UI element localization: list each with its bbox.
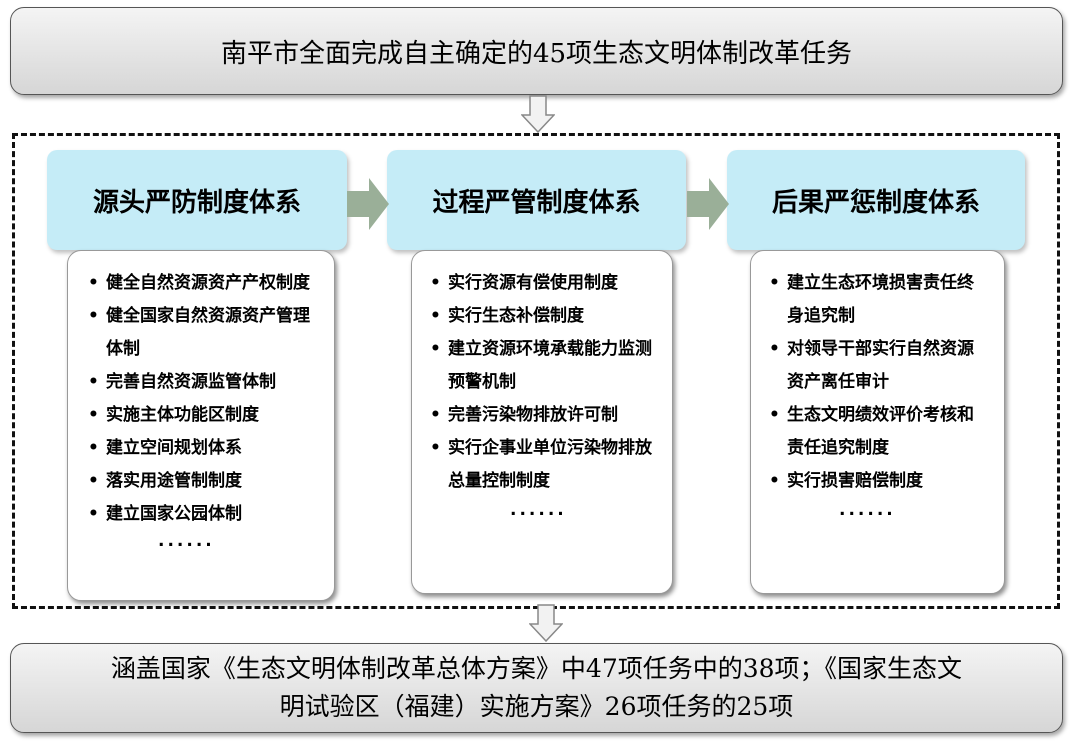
down-arrow-icon-bottom — [529, 604, 563, 642]
list-item-text: 对领导干部实行自然资源资产离任审计 — [787, 339, 974, 392]
list-item-text: 实行损害赔偿制度 — [787, 471, 923, 491]
bullet-icon: • — [430, 306, 441, 326]
list-item-text: 健全国家自然资源资产管理体制 — [106, 306, 310, 359]
list-item: • 建立资源环境承载能力监测预警机制 — [430, 333, 652, 399]
list-item: • 健全自然资源资产产权制度 — [88, 267, 316, 300]
list-item-text: 生态文明绩效评价考核和责任追究制度 — [787, 405, 974, 458]
list-item-text: 实行生态补偿制度 — [448, 306, 584, 326]
list-item: • 实施主体功能区制度 — [88, 399, 316, 432]
list-item: • 生态文明绩效评价考核和责任追究制度 — [769, 399, 982, 465]
bullet-icon: • — [430, 405, 441, 425]
list-item: • 落实用途管制制度 — [88, 465, 316, 498]
header-process-management: 过程严管制度体系 — [387, 150, 686, 250]
list-item-text: 完善污染物排放许可制 — [448, 405, 618, 425]
bullet-icon: • — [88, 504, 99, 524]
list-item: • 完善污染物排放许可制 — [430, 399, 652, 432]
list-source-prevention: • 健全自然资源资产产权制度 • 健全国家自然资源资产管理体制 • 完善自然资源监管体… — [88, 267, 316, 531]
bullet-icon: • — [430, 438, 441, 458]
bullet-icon: • — [88, 405, 99, 425]
bottom-coverage-line-2: 明试验区（福建）实施方案》26项任务的25项 — [279, 692, 794, 721]
list-consequence-punishment: • 建立生态环境损害责任终身追究制 • 对领导干部实行自然资源资产离任审计 • 生态文… — [769, 267, 982, 498]
right-arrow-icon-1 — [347, 178, 389, 230]
list-item-text: 实行企事业单位污染物排放总量控制制度 — [448, 438, 652, 491]
panel-consequence-punishment: • 建立生态环境损害责任终身追究制 • 对领导干部实行自然资源资产离任审计 • 生态文… — [750, 250, 1005, 594]
list-item-text: 建立生态环境损害责任终身追究制 — [787, 273, 974, 326]
list-item-text: 实行资源有偿使用制度 — [448, 273, 618, 293]
header-process-management-label: 过程严管制度体系 — [432, 187, 641, 218]
list-item-text: 建立空间规划体系 — [106, 438, 242, 458]
list-item-text: 健全自然资源资产产权制度 — [106, 273, 310, 293]
list-item-text: 落实用途管制制度 — [106, 471, 242, 491]
header-source-prevention: 源头严防制度体系 — [47, 150, 347, 250]
list-process-management: •实行资源有偿使用制度 •实行生态补偿制度 •建立资源环境承载能力监测预警机制 … — [430, 267, 652, 498]
bottom-coverage-banner: 涵盖国家《生态文明体制改革总体方案》中47项任务中的38项；《国家生态文 明试验… — [10, 643, 1063, 733]
list-item: • 健全国家自然资源资产管理体制 — [88, 300, 316, 366]
ellipsis-consequence-punishment: ...... — [839, 500, 896, 520]
list-item: • 完善自然资源监管体制 — [88, 366, 316, 399]
systems-dashed-frame — [12, 133, 1060, 609]
bullet-icon: • — [769, 405, 780, 425]
list-item-text: 建立国家公园体制 — [106, 504, 242, 524]
panel-process-management: •实行资源有偿使用制度 •实行生态补偿制度 •建立资源环境承载能力监测预警机制 … — [411, 250, 673, 594]
list-item-text: 完善自然资源监管体制 — [106, 372, 276, 392]
list-item-text: 建立资源环境承载能力监测预警机制 — [448, 339, 652, 392]
header-source-prevention-label: 源头严防制度体系 — [92, 187, 301, 218]
list-item: • 实行生态补偿制度 — [430, 300, 652, 333]
list-item: • 实行资源有偿使用制度 — [430, 267, 652, 300]
list-item: • 对领导干部实行自然资源资产离任审计 — [769, 333, 982, 399]
bottom-coverage-line-1: 涵盖国家《生态文明体制改革总体方案》中47项任务中的38项；《国家生态文 — [110, 654, 963, 683]
bullet-icon: • — [430, 273, 441, 293]
ellipsis-source-prevention: ...... — [158, 531, 215, 551]
list-item-text: 实施主体功能区制度 — [106, 405, 259, 425]
bullet-icon: • — [88, 438, 99, 458]
list-item: • 实行企事业单位污染物排放总量控制制度 — [430, 432, 652, 498]
bullet-icon: • — [769, 273, 780, 293]
panel-source-prevention: • 健全自然资源资产产权制度 • 健全国家自然资源资产管理体制 • 完善自然资源监管体… — [67, 250, 335, 601]
list-item: • 建立国家公园体制 — [88, 498, 316, 531]
right-arrow-icon-2 — [687, 178, 729, 230]
bullet-icon: • — [88, 273, 99, 293]
bullet-icon: • — [88, 471, 99, 491]
header-consequence-punishment-label: 后果严惩制度体系 — [771, 187, 980, 218]
top-summary-text: 南平市全面完成自主确定的45项生态文明体制改革任务 — [220, 38, 853, 69]
bullet-icon: • — [430, 339, 441, 359]
header-consequence-punishment: 后果严惩制度体系 — [727, 150, 1025, 250]
list-item: • 建立空间规划体系 — [88, 432, 316, 465]
bullet-icon: • — [769, 471, 780, 491]
list-item: • 建立生态环境损害责任终身追究制 — [769, 267, 982, 333]
top-summary-banner: 南平市全面完成自主确定的45项生态文明体制改革任务 — [10, 7, 1063, 95]
bullet-icon: • — [769, 339, 780, 359]
ellipsis-process-management: ...... — [510, 500, 567, 520]
list-item: • 实行损害赔偿制度 — [769, 465, 982, 498]
down-arrow-icon-top — [521, 95, 555, 133]
bullet-icon: • — [88, 372, 99, 392]
bullet-icon: • — [88, 306, 99, 326]
